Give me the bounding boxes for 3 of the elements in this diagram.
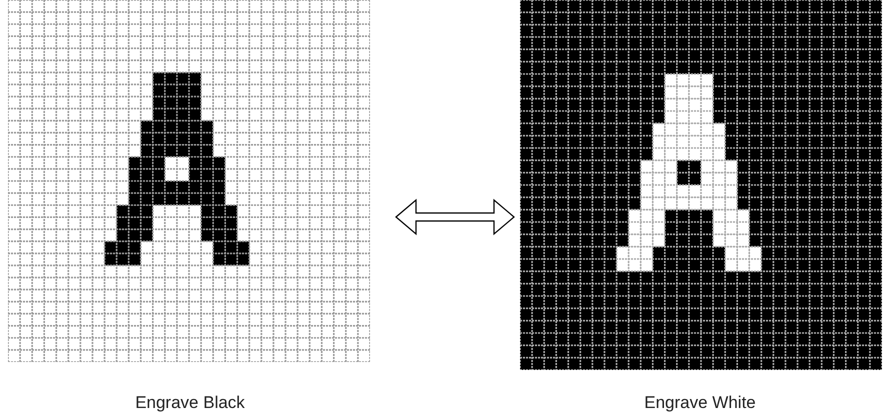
node-label: Engrave White [644,393,756,413]
double-arrow [395,198,515,236]
node-label: Engrave Black [135,393,245,413]
